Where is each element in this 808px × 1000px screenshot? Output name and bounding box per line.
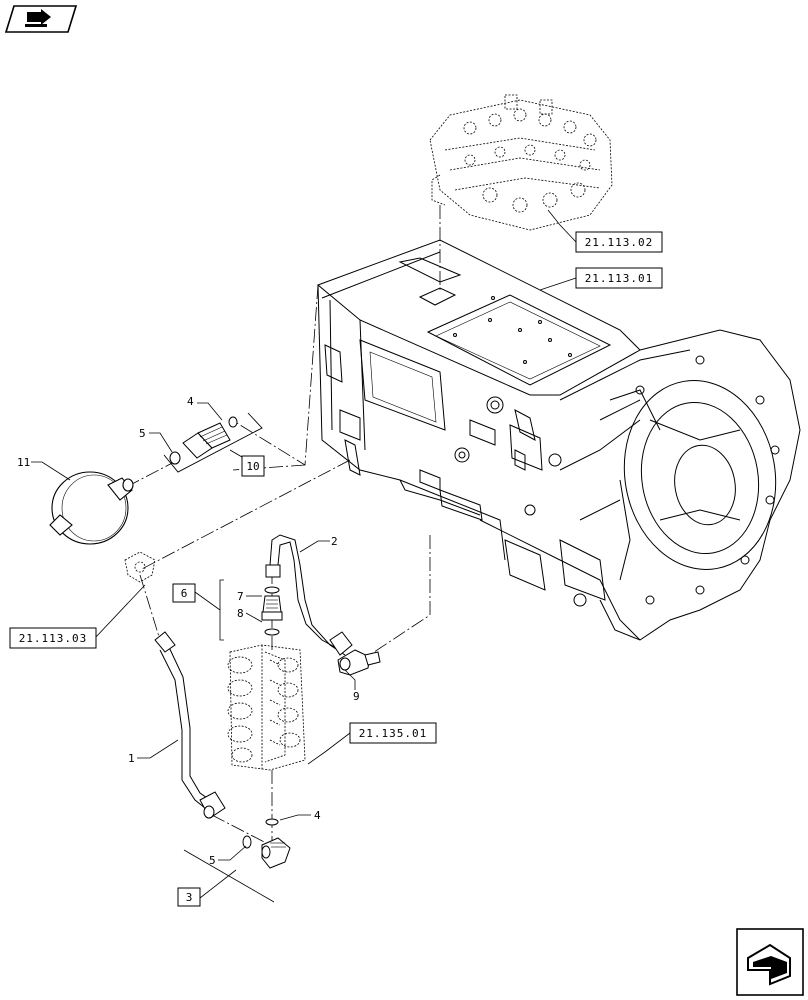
item-10-label: 10 — [246, 460, 259, 473]
ref-callout-21-113-02[interactable]: 21.113.02 — [575, 231, 663, 253]
item-6-label: 6 — [181, 587, 188, 600]
item-box-3: 3 — [177, 887, 201, 907]
ref-label-21-113-02: 21.113.02 — [585, 236, 654, 249]
part-number-5-lower: 5 — [209, 854, 216, 867]
transmission-housing-drawing — [317, 239, 801, 641]
item-3-label: 3 — [186, 891, 193, 904]
ref-label-21-135-01: 21.135.01 — [359, 727, 428, 740]
item-box-10: 10 — [241, 455, 265, 477]
part-number-8: 8 — [237, 607, 244, 620]
part-number-9: 9 — [353, 690, 360, 703]
part-number-1: 1 — [128, 752, 135, 765]
book-arrow-icon[interactable] — [4, 5, 78, 33]
ref-label-21-113-03: 21.113.03 — [19, 632, 88, 645]
part-number-11: 11 — [17, 456, 30, 469]
part-number-2: 2 — [331, 535, 338, 548]
ref-callout-21-135-01[interactable]: 21.135.01 — [349, 722, 437, 744]
ref-callout-21-113-03[interactable]: 21.113.03 — [9, 627, 97, 649]
assembly-centerlines — [131, 205, 441, 846]
hydraulic-plug-adapter-drawing — [169, 416, 238, 465]
part-number-4-upper: 4 — [187, 395, 194, 408]
return-arrow-icon[interactable] — [736, 928, 804, 996]
valve-block-drawing — [429, 94, 613, 231]
item-box-6: 6 — [172, 583, 196, 603]
valve-stack-drawing — [227, 644, 306, 771]
pipe-1-drawing — [154, 631, 226, 819]
part-number-5-upper: 5 — [139, 427, 146, 440]
part-number-7: 7 — [237, 590, 244, 603]
adapter-7-8-drawing — [261, 586, 283, 636]
part-number-4-lower: 4 — [314, 809, 321, 822]
connector-9-drawing — [337, 649, 381, 676]
part-leader-lines — [31, 209, 577, 903]
ref-callout-21-113-01[interactable]: 21.113.01 — [575, 267, 663, 289]
item-10-leader — [229, 449, 243, 458]
item-10-bracket — [163, 412, 263, 473]
accumulator-drawing — [49, 471, 134, 545]
pipe-2-drawing — [265, 534, 353, 656]
ref-label-21-113-01: 21.113.01 — [585, 272, 654, 285]
lower-seal-and-elbow-drawing — [242, 818, 291, 869]
tee-fitting-drawing — [124, 551, 156, 583]
